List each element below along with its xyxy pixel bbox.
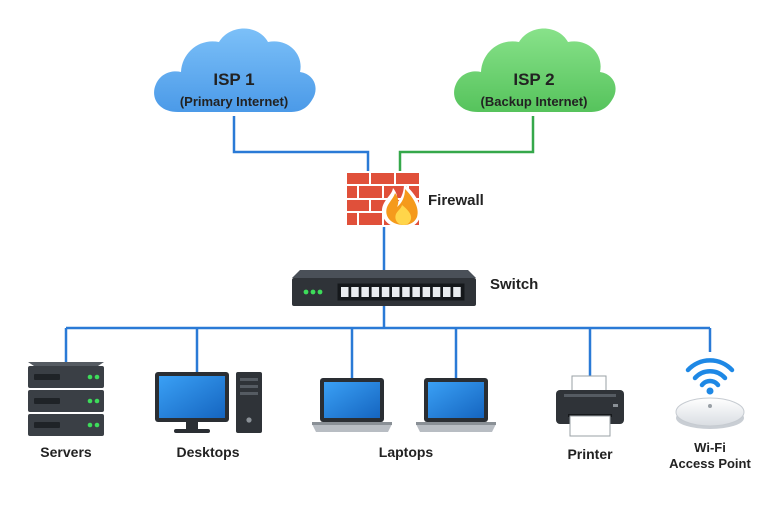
- switch-icon: [292, 270, 476, 306]
- isp2-link: [398, 116, 535, 172]
- isp2-title: ISP 2: [513, 70, 555, 89]
- isp2-cloud-icon: [454, 28, 616, 112]
- ap-label-line1: Wi-Fi: [694, 440, 726, 455]
- tower-icon: [236, 372, 262, 433]
- switch-ports: [341, 287, 461, 297]
- wifi-dot-icon: [706, 387, 714, 395]
- laptop-icon: [312, 378, 392, 432]
- isp1-cloud-icon: [154, 28, 316, 112]
- ap-label-line2: Access Point: [669, 456, 751, 471]
- isp2-subtitle: (Backup Internet): [480, 94, 588, 109]
- firewall-icon: [345, 171, 421, 228]
- laptops-label: Laptops: [378, 444, 434, 460]
- desktops-label: Desktops: [176, 444, 240, 460]
- isp1-subtitle: (Primary Internet): [179, 94, 289, 109]
- switch-port: [341, 287, 349, 297]
- switch-port: [422, 287, 431, 297]
- server-icon: [28, 362, 104, 436]
- printer-icon: [556, 375, 624, 437]
- switch-port: [392, 287, 400, 297]
- switch-port: [453, 287, 461, 297]
- isp1-title: ISP 1: [213, 70, 255, 89]
- links: [64, 116, 712, 378]
- switch-port: [432, 287, 441, 297]
- switch-port: [371, 287, 380, 297]
- printer-label: Printer: [567, 446, 613, 462]
- access-point-icon: [675, 397, 745, 429]
- switch-port: [351, 287, 359, 297]
- servers-label: Servers: [40, 444, 92, 460]
- switch-port: [361, 287, 369, 297]
- wifi-icon: [685, 358, 735, 388]
- switch-label: Switch: [490, 276, 539, 293]
- switch-port: [402, 287, 410, 297]
- isp1-link: [232, 116, 370, 172]
- firewall-label: Firewall: [428, 192, 484, 209]
- switch-port: [412, 287, 420, 297]
- monitor-icon: [155, 372, 229, 433]
- laptop-icon: [416, 378, 496, 432]
- switch-port: [381, 287, 390, 297]
- switch-port: [443, 287, 451, 297]
- flame-icon: [381, 184, 421, 228]
